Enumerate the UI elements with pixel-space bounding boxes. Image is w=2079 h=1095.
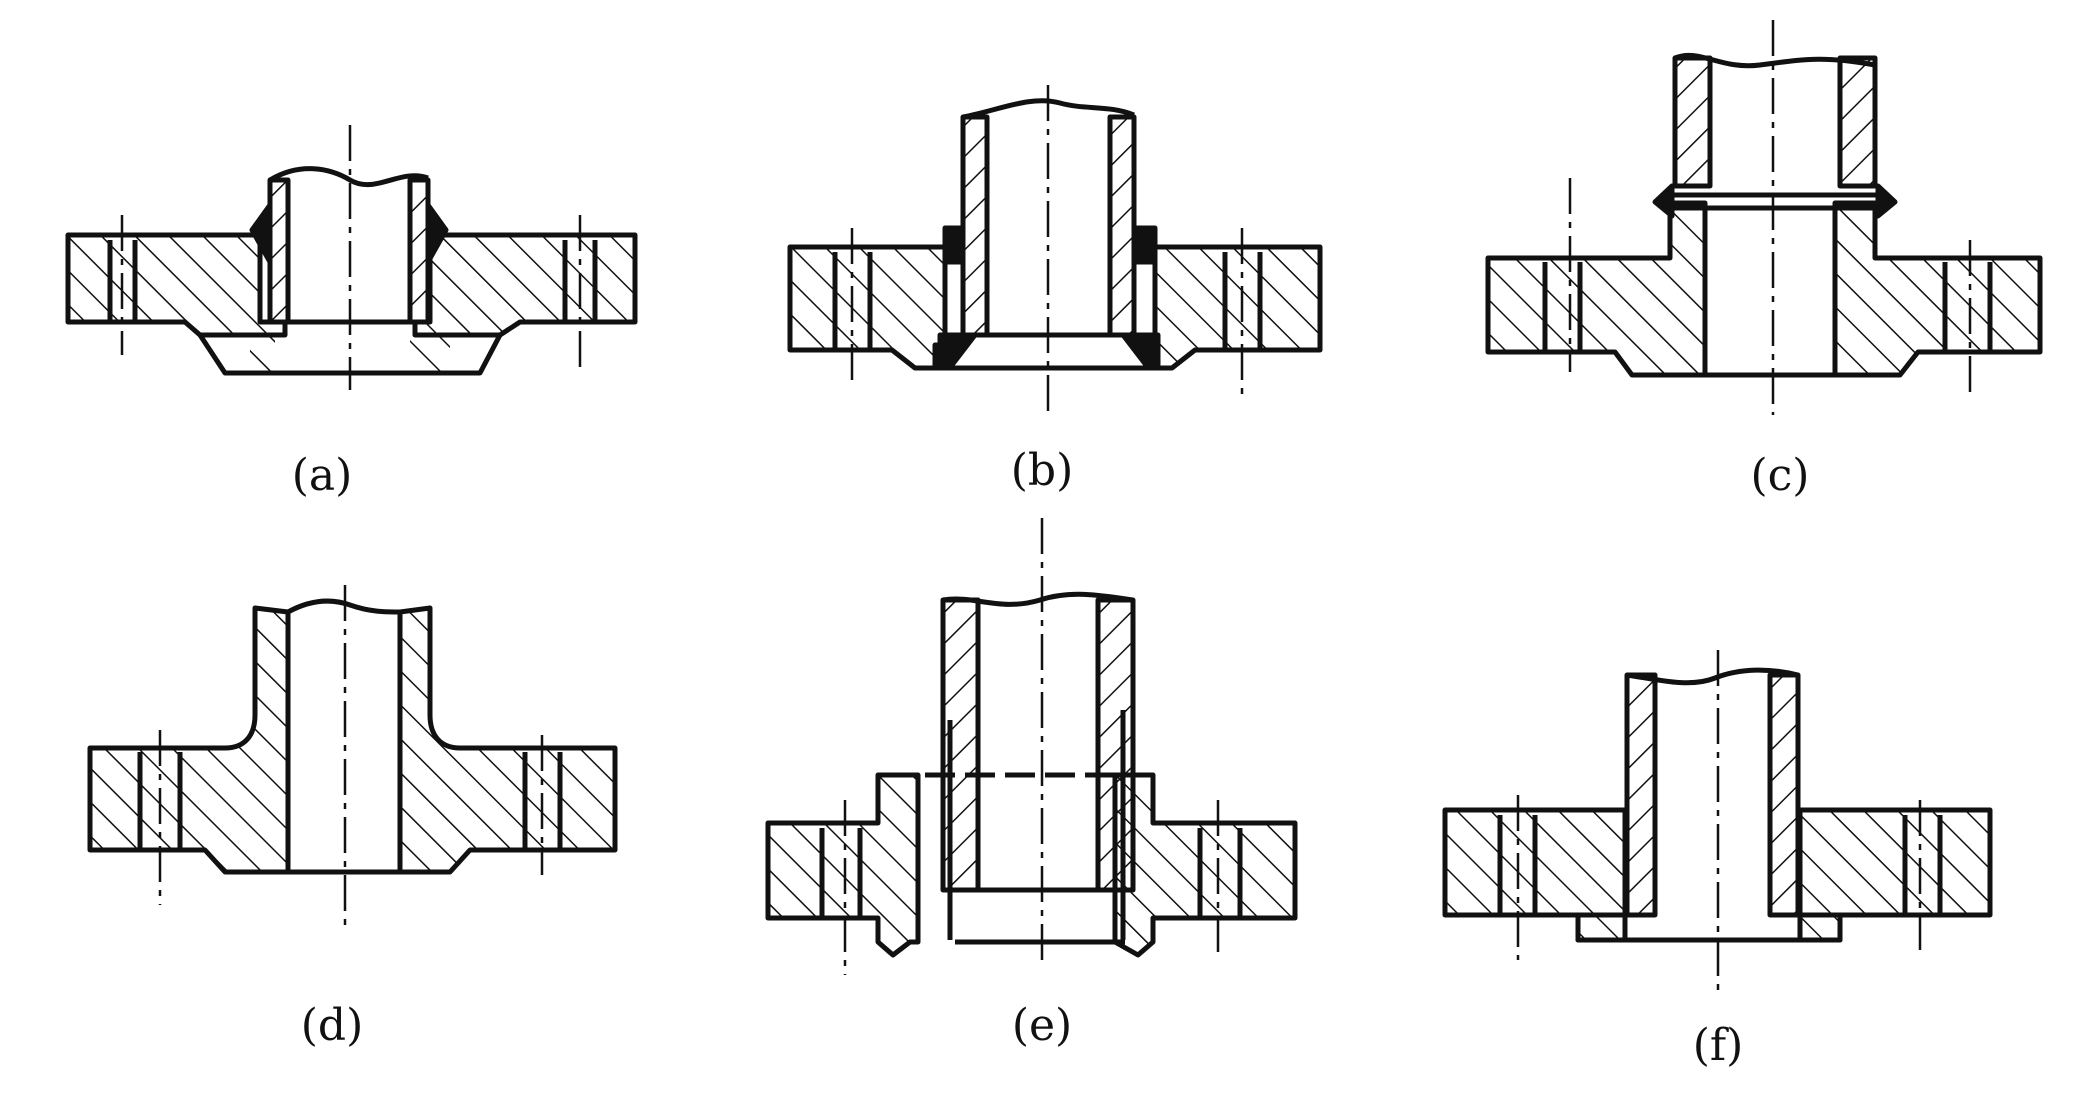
- panel-b-weld-bottom-left: [937, 332, 978, 368]
- panel-a-weld-right: [425, 202, 449, 265]
- caption-e: (e): [1012, 1000, 1072, 1051]
- panel-e-pipe-wall-right: [1095, 597, 1136, 893]
- panel-f-flange-right: [1797, 807, 1993, 918]
- panel-a-bolt-hole-left: [107, 240, 138, 322]
- panel-e-liner: [947, 710, 1126, 945]
- panel-b-bolt-hole-right: [1222, 252, 1263, 350]
- caption-d: (d): [301, 1000, 364, 1051]
- panel-c-flange-body-right: [1832, 200, 2043, 378]
- panel-f-stub-outline: [1575, 915, 1843, 943]
- panel-d-hub-right: [397, 605, 618, 875]
- panel-a-bolt-hole-right: [562, 240, 598, 322]
- panel-f-centerlines: [1516, 650, 1922, 990]
- panel-d-centerlines: [158, 585, 544, 930]
- panel-f-stub-right: [1797, 912, 1843, 943]
- panel-c-pipe-break: [1674, 52, 1876, 69]
- panel-f-pipe-wall-right: [1767, 672, 1801, 918]
- panel-e-drawing: [765, 591, 1298, 958]
- panel-c-drawing: [1485, 52, 2043, 378]
- caption-a: (a): [292, 450, 353, 501]
- panel-c-centerlines: [1568, 20, 1972, 415]
- panel-e-bolt-hole-left: [819, 828, 863, 918]
- panel-a-recess-hatch-right: [410, 335, 450, 373]
- panel-f-pipe-wall-left: [1624, 672, 1658, 918]
- panel-e-hub-left: [765, 772, 921, 958]
- panel-d-hub-left: [87, 605, 291, 875]
- panel-d-drawing: [87, 598, 618, 875]
- panel-f-pipe-break: [1626, 667, 1799, 686]
- panel-a-drawing: [65, 166, 638, 376]
- panel-e-bolt-hole-right: [1197, 828, 1243, 918]
- caption-b: (b): [1011, 445, 1074, 496]
- panel-a-flange-left: [65, 232, 288, 338]
- panel-d-bolt-hole-left: [137, 752, 183, 850]
- panel-b-weld-top-right: [1131, 225, 1158, 265]
- panel-b-pipe-break: [962, 98, 1135, 120]
- panel-c-flange-body: [1485, 200, 1708, 378]
- caption-f: (f): [1693, 1020, 1744, 1071]
- panel-a-recess: [197, 333, 503, 376]
- panel-c-weld-joint: [1670, 192, 1880, 211]
- panel-c-weld-left: [1652, 183, 1675, 219]
- panel-b-weld-bottom-right: [1120, 332, 1161, 368]
- panel-f-stub-left: [1575, 912, 1628, 943]
- panel-f-drawing: [1442, 667, 1993, 943]
- panel-b-bolt-hole-left: [832, 252, 873, 350]
- panel-a-centerlines: [120, 125, 582, 390]
- panel-a-pipe-break: [268, 166, 429, 188]
- panel-c-weld-right: [1875, 183, 1898, 219]
- panel-c-pipe-wall-right: [1837, 55, 1878, 189]
- panel-a-pipe-wall-right: [407, 177, 431, 325]
- panel-d-pipe-break: [286, 598, 401, 615]
- panel-c-bolt-hole-right: [1942, 262, 1993, 352]
- panel-a-weld-left: [249, 202, 273, 265]
- panel-a-flange-right: [412, 232, 638, 338]
- caption-c: (c): [1751, 450, 1810, 501]
- panel-f-bolt-hole-right: [1902, 815, 1943, 915]
- panel-c-bolt-hole-left: [1542, 262, 1583, 352]
- panel-f-bolt-hole-left: [1497, 815, 1538, 915]
- panel-a-recess-hatch-left: [250, 335, 275, 373]
- panel-e-hub-right: [1112, 772, 1298, 958]
- captions: (a) (b) (c) (d) (e) (f): [292, 445, 1810, 1071]
- panel-e-centerlines: [843, 518, 1220, 975]
- panel-c-pipe-wall-left: [1672, 55, 1713, 189]
- panel-b-pipe-wall-right: [1107, 114, 1137, 338]
- panel-b-pipe-wall-left: [960, 114, 990, 338]
- panel-b-flange-right: [1152, 244, 1323, 371]
- panel-e-pipe-break: [942, 591, 1134, 607]
- panel-b-centerlines: [850, 85, 1244, 415]
- panel-a-pipe-wall-left: [267, 177, 291, 325]
- panel-b-weld-top-left: [942, 225, 966, 265]
- panel-d-bolt-hole-right: [522, 752, 563, 850]
- panel-b-drawing: [787, 98, 1323, 371]
